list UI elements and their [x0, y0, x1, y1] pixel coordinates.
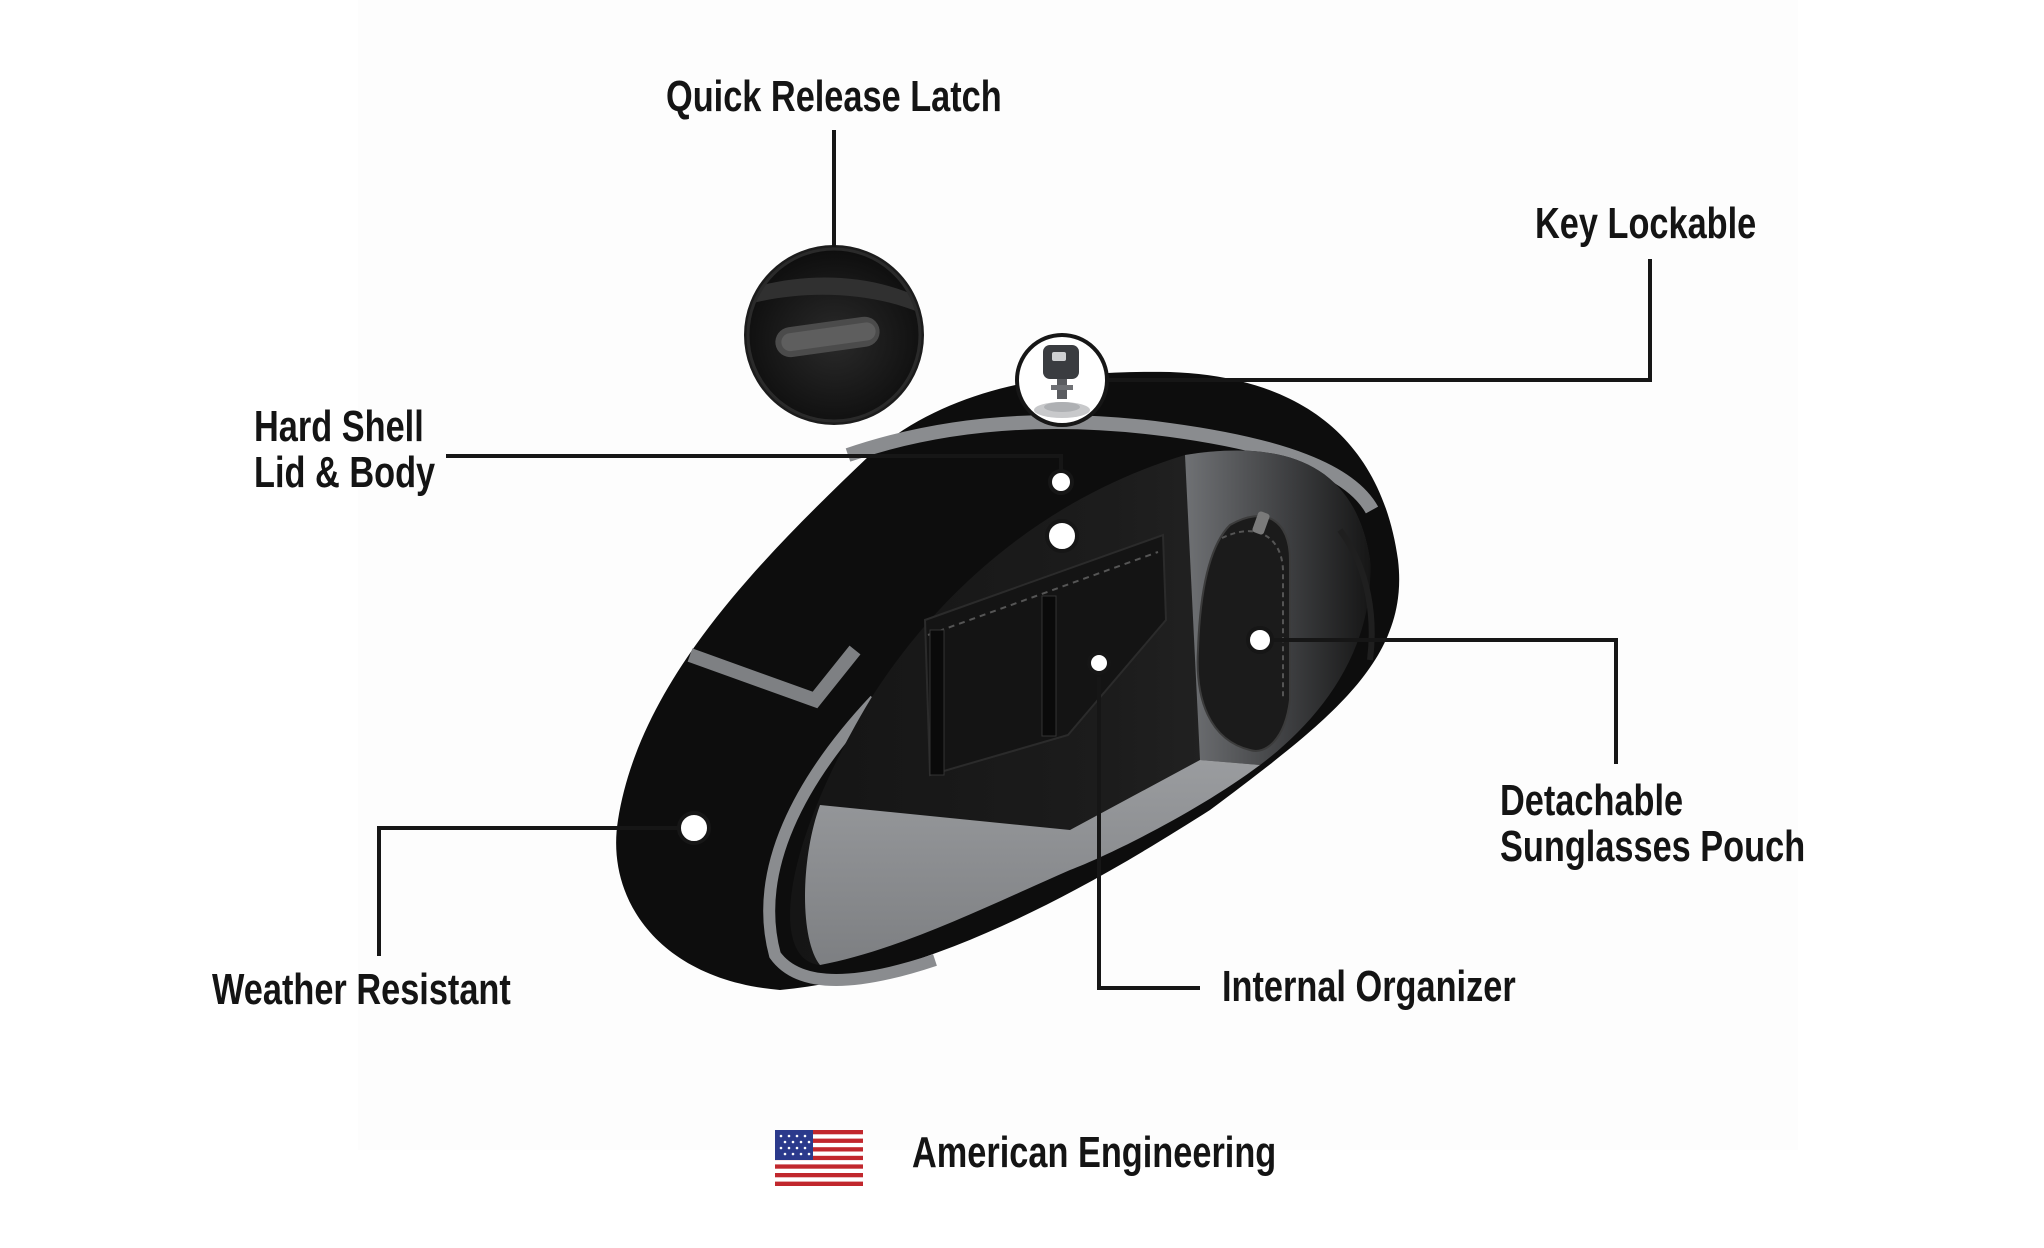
label-quick-release-latch: Quick Release Latch: [666, 74, 1002, 120]
label-internal-organizer-text: Internal Organizer: [1222, 962, 1516, 1011]
label-hard-shell-line1: Hard Shell: [254, 402, 424, 451]
label-key-lockable-text: Key Lockable: [1535, 199, 1757, 248]
label-detachable-pouch: Detachable Sunglasses Pouch: [1500, 778, 1805, 870]
pouch-zipper: [1221, 530, 1284, 700]
label-detachable-line1: Detachable: [1500, 776, 1684, 825]
callout-line-internal: [1097, 677, 1200, 990]
organizer-divider-2: [1041, 595, 1057, 737]
label-weather-resistant: Weather Resistant: [212, 967, 511, 1013]
pouch-zipper-pull: [1252, 511, 1270, 535]
callout-line-hard-shell: [446, 454, 1063, 471]
label-quick-release-text: Quick Release Latch: [666, 72, 1002, 121]
label-hard-shell: Hard Shell Lid & Body: [254, 404, 435, 496]
lid-trim: [845, 415, 1379, 514]
callout-line-detachable: [1272, 638, 1618, 764]
front-trim-band: [687, 645, 861, 709]
bottom-trim: [763, 695, 937, 986]
label-american-engineering: American Engineering: [912, 1130, 1276, 1176]
label-hard-shell-line2: Lid & Body: [254, 448, 436, 497]
marker-internal-organizer: [1087, 651, 1111, 675]
callout-line-weather: [377, 826, 681, 956]
sunglasses-pouch: [1196, 515, 1291, 752]
latch-inset: [744, 245, 924, 425]
organizer-divider-1: [929, 629, 945, 776]
us-flag-icon: [775, 1130, 863, 1186]
callout-line-key-lockable: [1107, 259, 1652, 382]
marker-hard-shell-lid: [1048, 469, 1074, 495]
label-detachable-line2: Sunglasses Pouch: [1500, 822, 1806, 871]
marker-hard-shell-body: [1045, 519, 1079, 553]
label-key-lockable: Key Lockable: [1535, 201, 1756, 247]
marker-weather-resistant: [677, 811, 711, 845]
organizer-stitching: [927, 551, 1159, 636]
label-weather-resistant-text: Weather Resistant: [212, 965, 511, 1014]
interior-floor: [805, 760, 1260, 965]
label-internal-organizer: Internal Organizer: [1222, 964, 1516, 1010]
label-american-engineering-text: American Engineering: [912, 1128, 1277, 1177]
right-rim: [1337, 528, 1375, 661]
key-lock-icon: [1015, 333, 1109, 427]
marker-sunglasses-pouch: [1246, 626, 1274, 654]
